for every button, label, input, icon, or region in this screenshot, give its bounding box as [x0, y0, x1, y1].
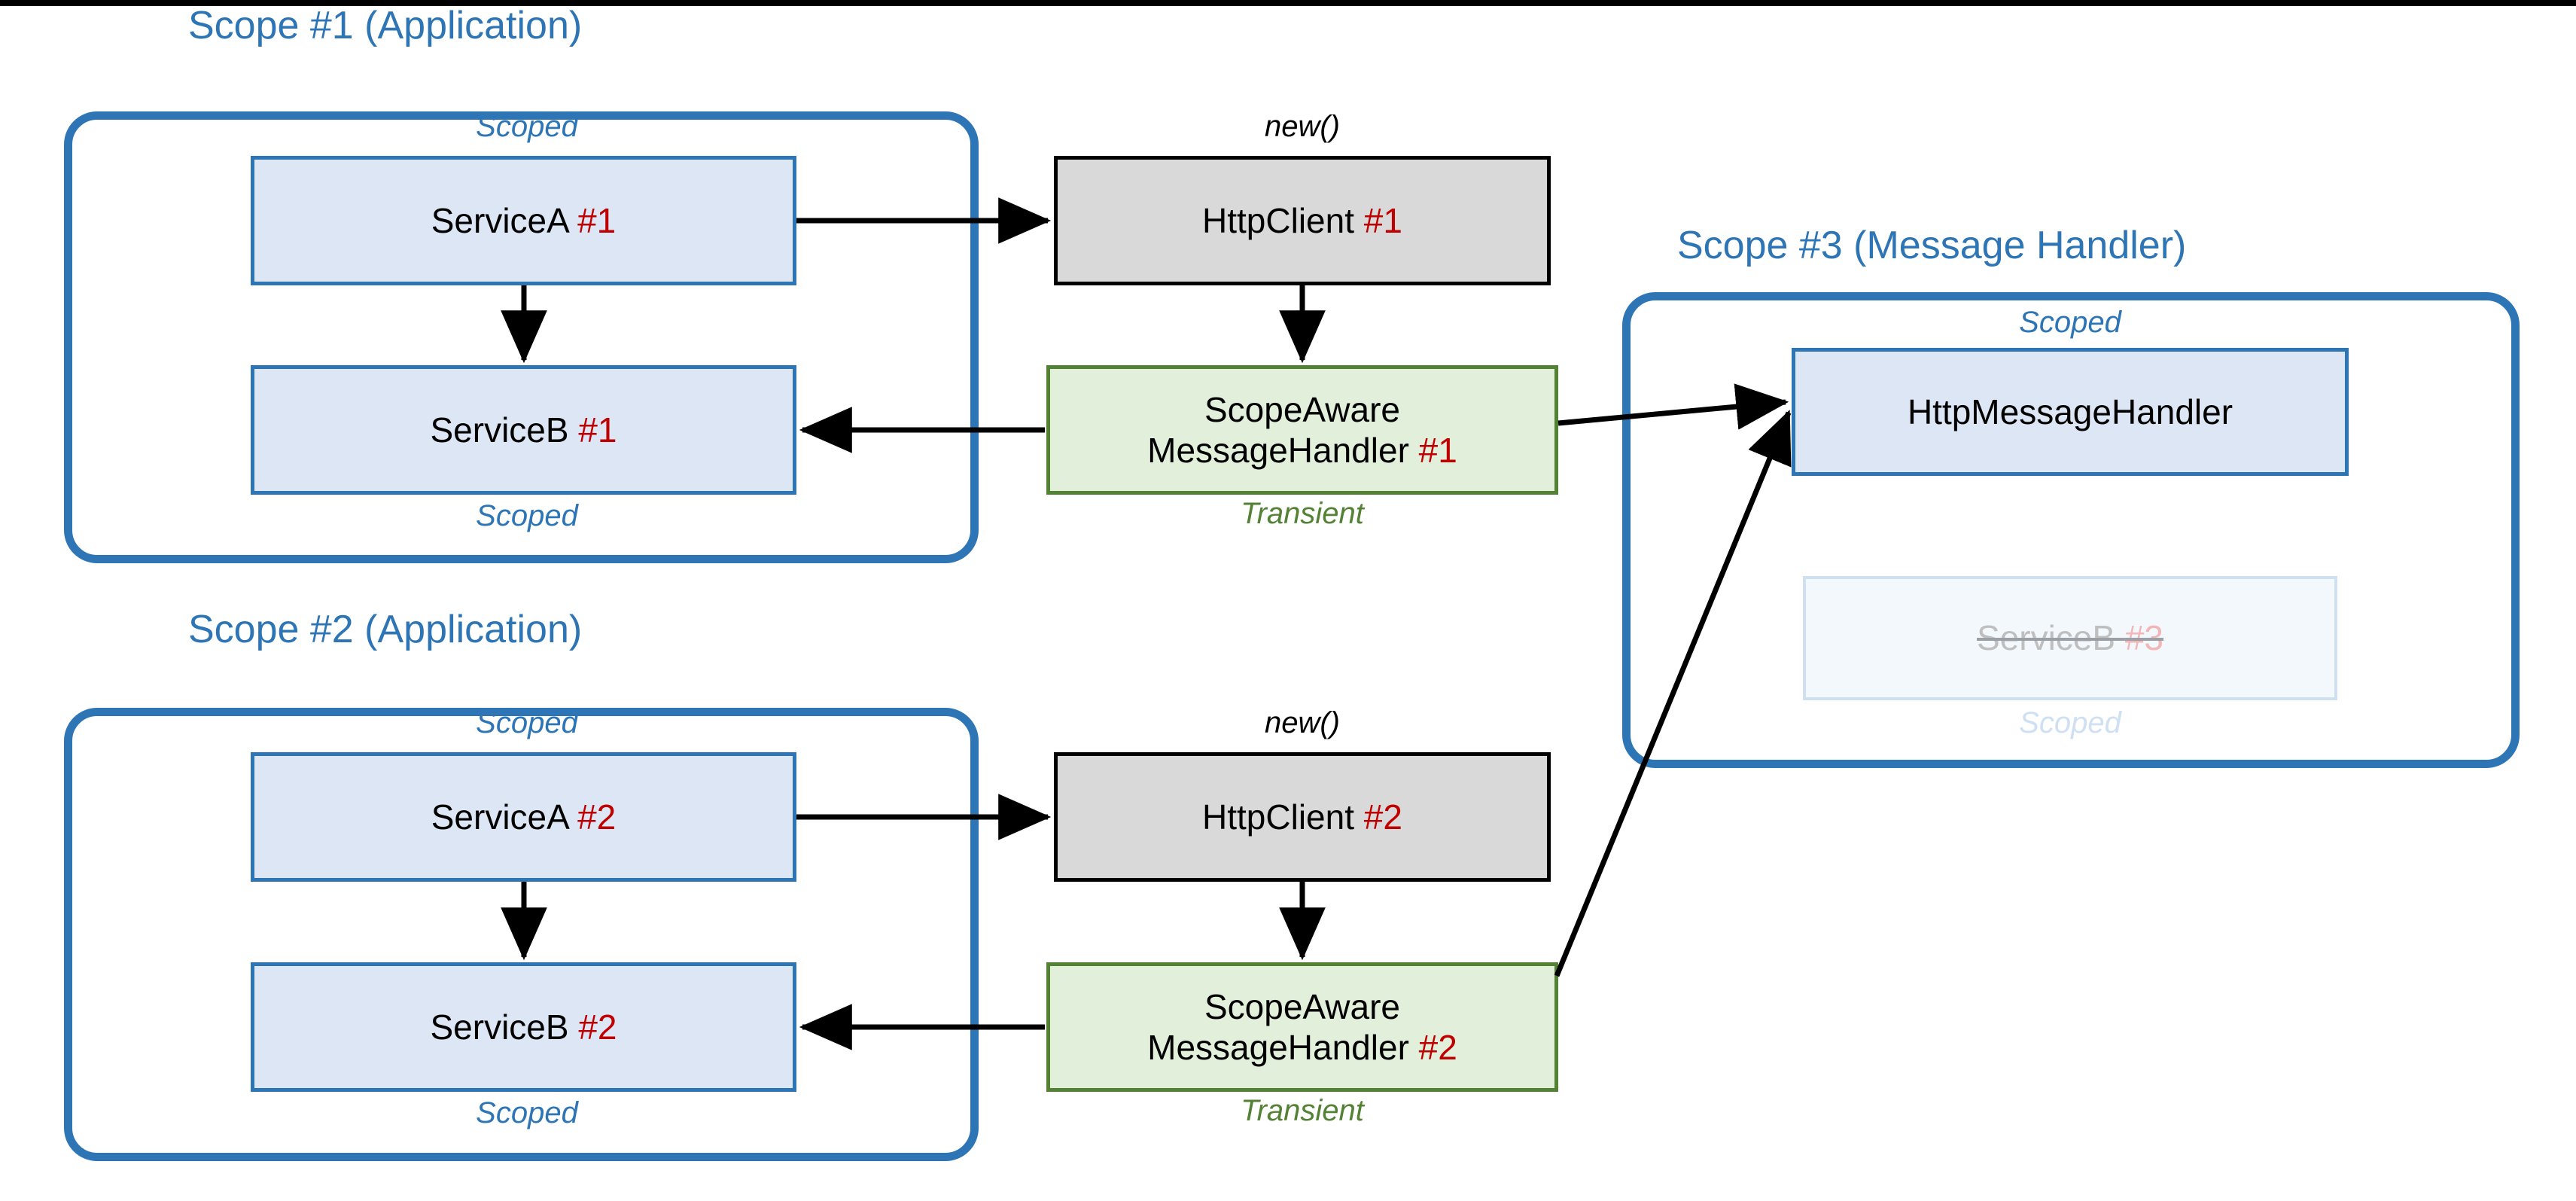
service-a-2-lifetime-caption: Scoped: [476, 706, 578, 739]
node-http-client-1[interactable]: HttpClient #1: [1054, 156, 1551, 285]
top-black-bar: [0, 0, 2576, 6]
service-a-1-lifetime-caption: Scoped: [476, 110, 578, 143]
node-service-a-1-label: ServiceA #1: [431, 200, 617, 240]
service-b-2-lifetime-caption: Scoped: [476, 1096, 578, 1129]
http-client-1-lifetime-caption: new(): [1264, 110, 1341, 143]
node-service-b-3-label: ServiceB #3: [1976, 618, 2164, 658]
node-service-b-2-label: ServiceB #2: [430, 1007, 617, 1047]
http-client-2-lifetime-caption: new(): [1264, 706, 1341, 739]
node-service-a-2-label: ServiceA #2: [431, 797, 617, 837]
node-http-message-handler[interactable]: HttpMessageHandler: [1792, 348, 2349, 476]
node-scope-aware-message-handler-1[interactable]: ScopeAware MessageHandler #1: [1046, 365, 1558, 495]
service-b-1-lifetime-caption: Scoped: [476, 499, 578, 532]
node-http-client-2-label: HttpClient #2: [1202, 797, 1402, 837]
service-b-3-lifetime-caption: Scoped: [2019, 706, 2121, 739]
node-scope-aware-message-handler-2-line1: ScopeAware: [1204, 986, 1400, 1026]
node-http-client-1-label: HttpClient #1: [1202, 200, 1402, 240]
node-http-message-handler-label: HttpMessageHandler: [1907, 392, 2233, 431]
scope-2-container: [64, 708, 979, 1161]
node-service-b-1-label: ServiceB #1: [430, 410, 617, 450]
node-scope-aware-message-handler-2-line2: MessageHandler #2: [1147, 1028, 1457, 1067]
scope-3-title: Scope #3 (Message Handler): [1677, 224, 2187, 267]
scope-1-title: Scope #1 (Application): [188, 4, 583, 47]
handler-1-lifetime-caption: Transient: [1241, 497, 1364, 530]
http-message-handler-lifetime-caption: Scoped: [2019, 306, 2121, 339]
node-service-b-2[interactable]: ServiceB #2: [251, 962, 796, 1092]
node-scope-aware-message-handler-1-line2: MessageHandler #1: [1147, 431, 1457, 470]
node-service-b-3[interactable]: ServiceB #3: [1803, 576, 2337, 700]
node-scope-aware-message-handler-2[interactable]: ScopeAware MessageHandler #2: [1046, 962, 1558, 1092]
handler-2-lifetime-caption: Transient: [1241, 1094, 1364, 1127]
node-service-a-1[interactable]: ServiceA #1: [251, 156, 796, 285]
node-service-a-2[interactable]: ServiceA #2: [251, 752, 796, 882]
scope-2-title: Scope #2 (Application): [188, 608, 583, 651]
node-scope-aware-message-handler-1-line1: ScopeAware: [1204, 389, 1400, 429]
node-service-b-1[interactable]: ServiceB #1: [251, 365, 796, 495]
node-http-client-2[interactable]: HttpClient #2: [1054, 752, 1551, 882]
scope-1-container: [64, 111, 979, 563]
